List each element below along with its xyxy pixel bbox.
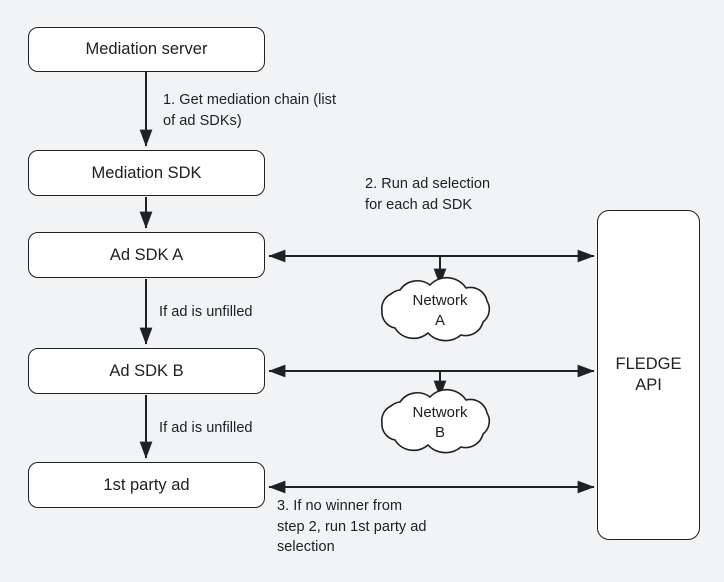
annotation-step-3: 3. If no winner from step 2, run 1st par…: [277, 498, 427, 556]
node-mediation-sdk[interactable]: Mediation SDK: [28, 150, 265, 196]
node-first-party-ad-label: 1st party ad: [103, 475, 190, 494]
node-fledge-api-label: FLEDGE API: [615, 355, 682, 394]
annotation-unfilled-a: If ad is unfilled: [159, 304, 253, 320]
node-ad-sdk-b-label: Ad SDK B: [109, 361, 184, 380]
annotation-step-2: 2. Run ad selection for each ad SDK: [365, 176, 491, 213]
node-ad-sdk-b[interactable]: Ad SDK B: [28, 348, 265, 394]
node-mediation-server[interactable]: Mediation server: [28, 27, 265, 72]
network-b-cloud-shape: [381, 388, 491, 454]
node-ad-sdk-a-label: Ad SDK A: [109, 245, 184, 264]
node-mediation-server-label: Mediation server: [85, 40, 208, 59]
network-a-cloud-shape: [381, 276, 491, 342]
node-ad-sdk-a[interactable]: Ad SDK A: [28, 232, 265, 278]
node-mediation-sdk-label: Mediation SDK: [91, 163, 202, 182]
node-fledge-api[interactable]: FLEDGE API: [597, 210, 700, 540]
annotation-step-1: 1. Get mediation chain (list of ad SDKs): [163, 92, 337, 129]
annotation-unfilled-b: If ad is unfilled: [159, 420, 253, 436]
node-first-party-ad[interactable]: 1st party ad: [28, 462, 265, 508]
